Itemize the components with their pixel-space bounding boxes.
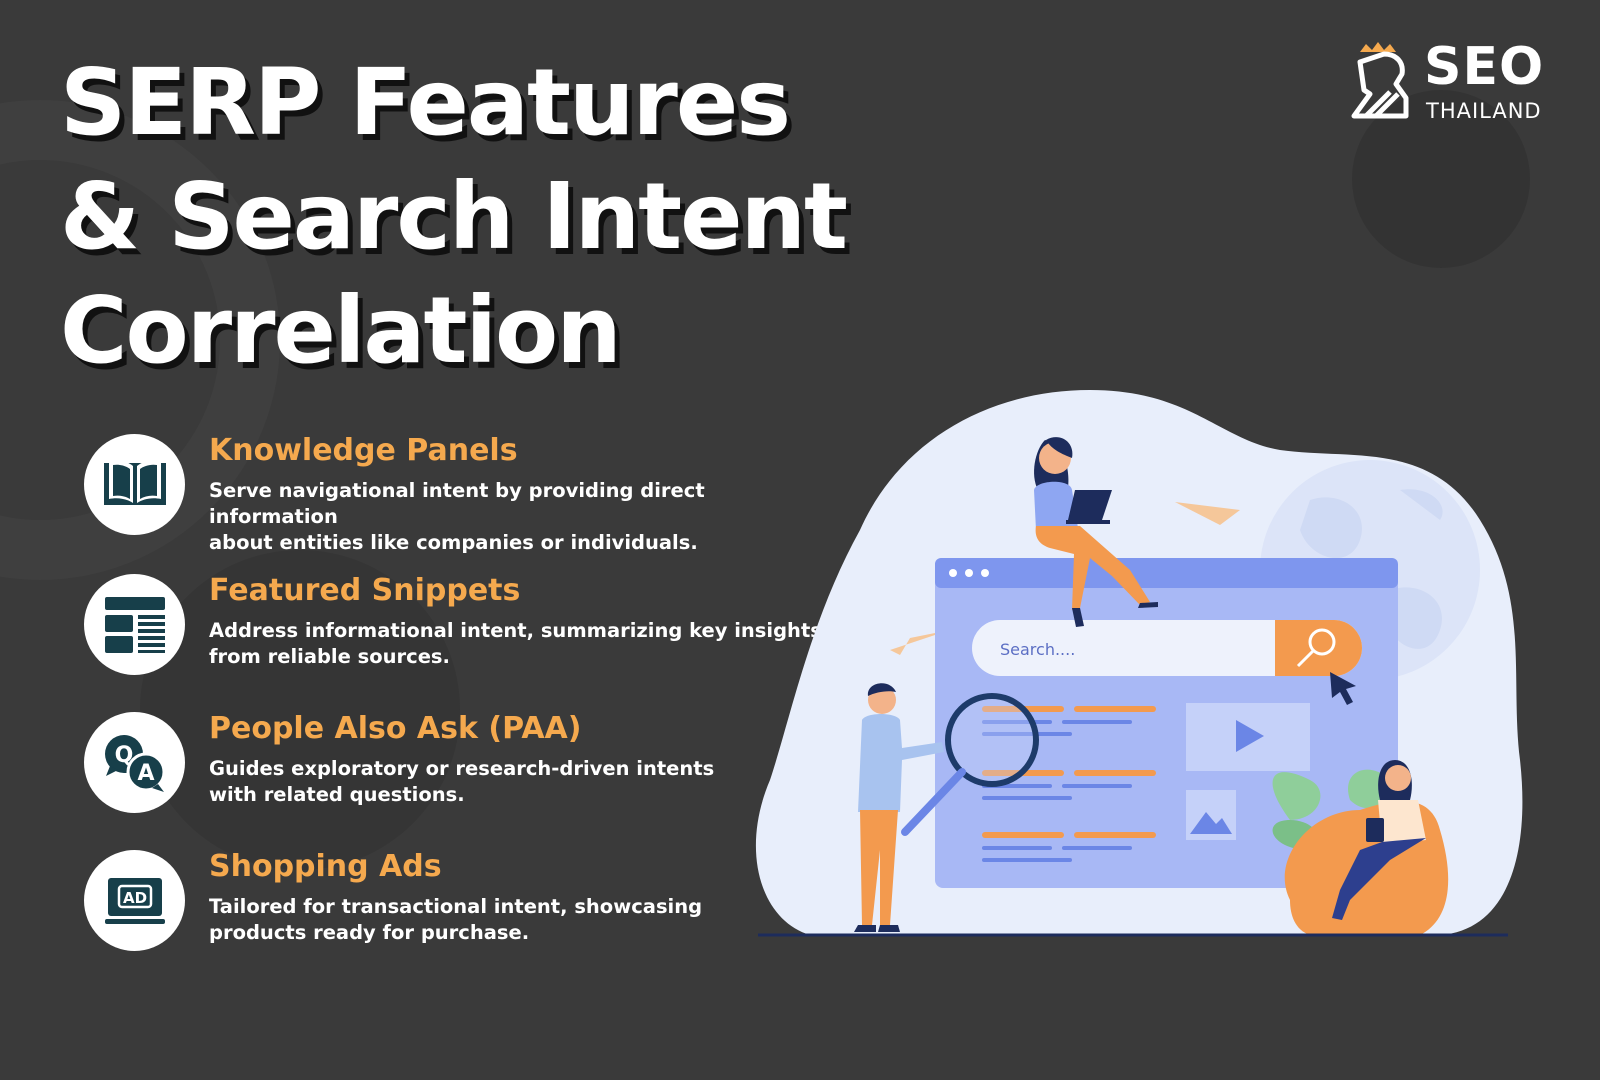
feature-desc-line-2: products ready for purchase.: [209, 921, 530, 944]
feature-people-also-ask: Q A People Also Ask (PAA) Guides explora…: [84, 711, 824, 822]
logo-thailand-text: THAILAND: [1426, 99, 1542, 123]
feature-shopping-ads: AD Shopping Ads Tailored for transaction…: [84, 849, 824, 960]
magnifying-glass-icon: [901, 693, 1039, 836]
feature-icon-circle: [84, 434, 185, 535]
feature-icon-circle: AD: [84, 850, 185, 951]
paper-plane-icon: [1175, 502, 1240, 525]
feature-desc-line-2: with related questions.: [209, 783, 465, 806]
a-letter: A: [137, 761, 154, 786]
feature-title: Shopping Ads: [209, 849, 442, 884]
feature-desc-line-2: from reliable sources.: [209, 645, 450, 668]
feature-desc-line-1: Tailored for transactional intent, showc…: [209, 895, 703, 918]
search-button: [1275, 620, 1362, 676]
logo-seo-text: SEO: [1424, 37, 1545, 97]
person-with-magnifier-icon: [854, 683, 944, 932]
bg-circle-mid: [140, 550, 460, 870]
feature-description: Address informational intent, summarizin…: [209, 618, 829, 670]
person-on-beanbag-icon: [1284, 760, 1449, 935]
feature-description: Guides exploratory or research-driven in…: [209, 756, 829, 808]
ad-screen-icon: AD: [104, 877, 165, 924]
book-icon: [103, 459, 166, 505]
magnifier-icon: [1296, 628, 1336, 668]
image-mountain-icon: [1190, 812, 1232, 834]
feature-desc-line-1: Serve navigational intent by providing d…: [209, 479, 705, 528]
bg-circle-top-right: [1352, 90, 1530, 268]
page-title: SERP Features & Search Intent Correlatio…: [60, 46, 848, 388]
title-line-2: & Search Intent: [60, 163, 848, 270]
feature-featured-snippets: Featured Snippets Address informational …: [84, 573, 824, 684]
browser-titlebar: [935, 558, 1398, 588]
search-illustration: Search....: [755, 390, 1523, 937]
feature-icon-circle: [84, 574, 185, 675]
horse-crown-logo-icon: [1351, 42, 1409, 119]
seo-thailand-logo: SEO THAILAND: [1350, 37, 1550, 126]
play-icon: [1236, 720, 1264, 752]
cursor-icon: [1330, 672, 1356, 705]
feature-title: Featured Snippets: [209, 573, 521, 608]
ad-label: AD: [122, 889, 146, 907]
feature-description: Serve navigational intent by providing d…: [209, 478, 829, 556]
feature-title: People Also Ask (PAA): [209, 711, 582, 746]
paper-plane-icon: [890, 630, 950, 655]
window-dot-icon: [949, 569, 957, 577]
feature-desc-line-1: Guides exploratory or research-driven in…: [209, 757, 715, 780]
person-with-laptop-icon: [1034, 437, 1158, 627]
title-line-1: SERP Features: [60, 49, 791, 156]
q-letter: Q: [114, 743, 133, 768]
feature-icon-circle: Q A: [84, 712, 185, 813]
snippet-layout-icon: [104, 596, 165, 653]
title-line-3: Correlation: [60, 277, 622, 384]
feature-desc-line-1: Address informational intent, summarizin…: [209, 619, 822, 642]
qa-bubbles-icon: Q A: [104, 734, 165, 792]
feature-title: Knowledge Panels: [209, 433, 518, 468]
window-dot-icon: [981, 569, 989, 577]
feature-description: Tailored for transactional intent, showc…: [209, 894, 829, 946]
feature-desc-line-2: about entities like companies or individ…: [209, 531, 698, 554]
search-bar: [972, 620, 1362, 676]
feature-knowledge-panels: Knowledge Panels Serve navigational inte…: [84, 433, 824, 554]
window-dot-icon: [965, 569, 973, 577]
search-placeholder: Search....: [1000, 640, 1075, 659]
